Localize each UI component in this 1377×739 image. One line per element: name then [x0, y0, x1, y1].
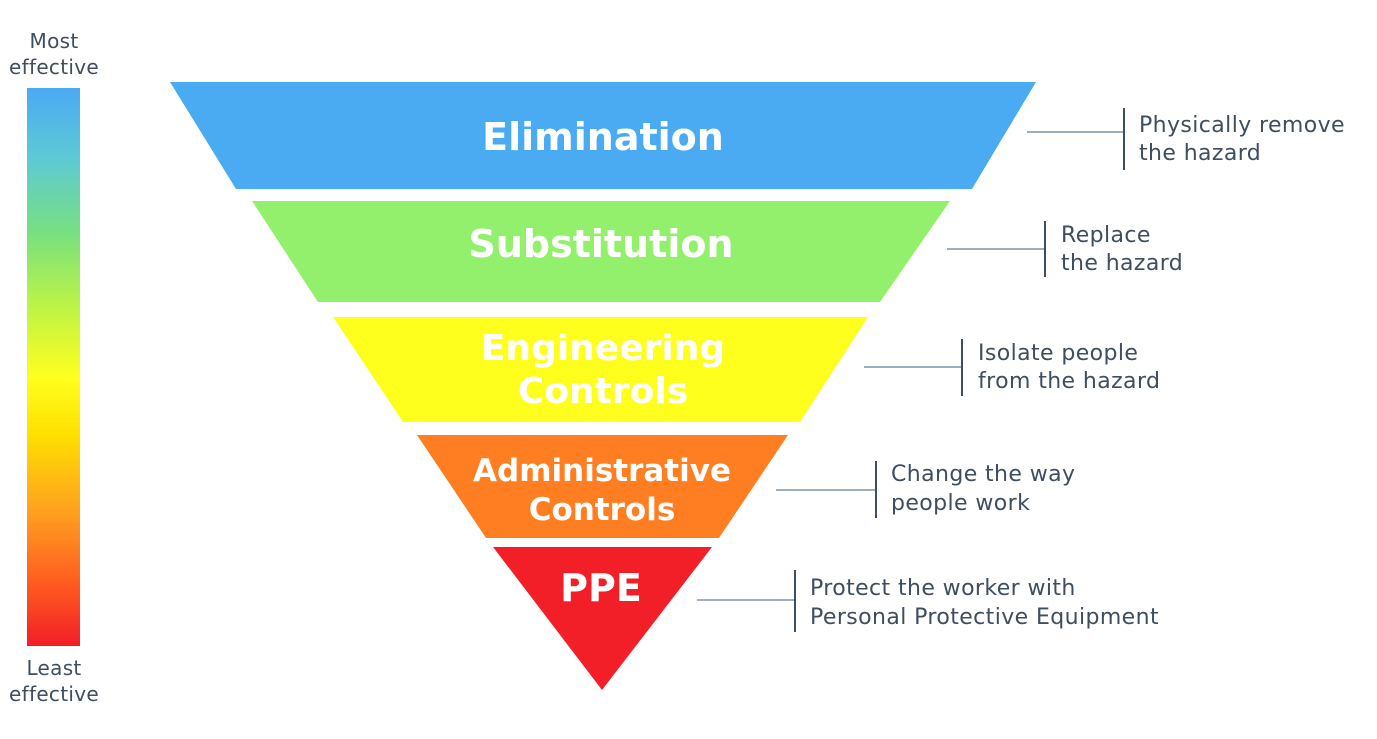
tier-administrative-controls-title-line1: Administrative — [473, 453, 731, 489]
tier-elimination-title: Elimination — [482, 115, 724, 159]
tier-administrative-controls-desc-line1: Change the way — [891, 462, 1075, 487]
tier-ppe: PPE Protect the worker with Personal Pro… — [493, 547, 1159, 690]
most-effective-label: Most effective — [0, 28, 108, 80]
tier-substitution-title: Substitution — [469, 222, 734, 266]
tier-engineering-controls: Engineering Controls Isolate people from… — [333, 317, 1160, 422]
tier-engineering-controls-band — [333, 317, 868, 422]
tier-administrative-controls-title-line2: Controls — [529, 492, 676, 528]
tier-engineering-controls-desc-line1: Isolate people — [978, 341, 1138, 366]
most-effective-label-line2: effective — [9, 55, 99, 79]
tier-elimination-desc-line1: Physically remove — [1139, 113, 1345, 138]
tier-substitution-band — [252, 201, 950, 302]
least-effective-label-line1: Least — [26, 656, 82, 680]
most-effective-label-line1: Most — [29, 29, 79, 53]
tier-ppe-band — [493, 547, 712, 690]
tier-engineering-controls-title-line2: Controls — [518, 371, 688, 412]
tier-elimination-band — [170, 82, 1036, 189]
tier-ppe-desc-line1: Protect the worker with — [810, 576, 1076, 601]
least-effective-label: Least effective — [0, 655, 108, 707]
tier-engineering-controls-title-line1: Engineering — [481, 328, 725, 369]
tier-ppe-desc-line2: Personal Protective Equipment — [810, 605, 1159, 630]
tier-engineering-controls-desc-line2: from the hazard — [978, 369, 1160, 394]
tier-substitution: Substitution Replace the hazard — [252, 201, 1183, 302]
least-effective-label-line2: effective — [9, 682, 99, 706]
tier-administrative-controls-desc-line2: people work — [891, 491, 1030, 516]
tier-administrative-controls-band — [417, 435, 788, 538]
tier-administrative-controls: Administrative Controls Change the way p… — [417, 435, 1075, 538]
tier-elimination: Elimination Physically remove the hazard — [170, 82, 1345, 189]
tier-substitution-desc-line1: Replace — [1061, 223, 1151, 248]
tier-ppe-title: PPE — [560, 566, 642, 610]
tier-substitution-desc-line2: the hazard — [1061, 251, 1183, 276]
effectiveness-gradient-bar — [27, 88, 80, 646]
tier-elimination-desc-line2: the hazard — [1139, 141, 1261, 166]
